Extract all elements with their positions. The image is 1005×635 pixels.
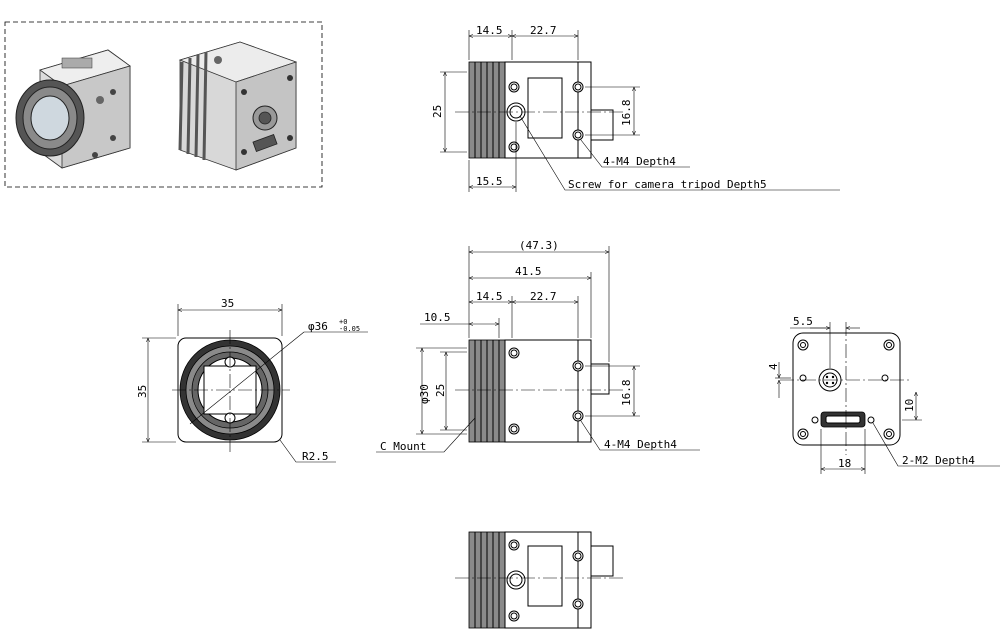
side-dim-47-3: (47.3) (519, 239, 559, 252)
side-dim-14-5: 14.5 (476, 290, 503, 303)
front-view: 35 35 φ36 +0 -0.05 R2.5 (136, 297, 368, 463)
side-dim-41-5: 41.5 (515, 265, 542, 278)
camera-photo-rear (178, 41, 298, 171)
side-dim-dia30: φ30 (418, 384, 431, 404)
top-dim-16-8: 16.8 (620, 100, 633, 127)
top-dim-14-5: 14.5 (476, 24, 503, 37)
rear-dim-5-5: 5.5 (793, 315, 813, 328)
front-dim-r2-5: R2.5 (302, 450, 329, 463)
rear-note-m2: 2-M2 Depth4 (902, 454, 975, 467)
top-note-tripod: Screw for camera tripod Depth5 (568, 178, 767, 191)
front-dim-35-w: 35 (221, 297, 234, 310)
top-dim-25: 25 (431, 105, 444, 118)
top-view: 14.5 22.7 25 16.8 15.5 4-M4 Depth4 Screw… (431, 24, 840, 192)
side-dim-16-8: 16.8 (620, 380, 633, 407)
rear-dim-4: 4 (767, 363, 780, 370)
rear-view-body (792, 332, 901, 446)
side-dim-22-7: 22.7 (530, 290, 557, 303)
side-dim-25: 25 (434, 384, 447, 397)
side-dim-10-5: 10.5 (424, 311, 451, 324)
side-note-m4: 4-M4 Depth4 (604, 438, 677, 451)
front-dim-tol-lower: -0.05 (339, 325, 360, 333)
camera-photo-front (15, 49, 131, 169)
rear-dim-18: 18 (838, 457, 851, 470)
top-note-m4: 4-M4 Depth4 (603, 155, 676, 168)
side-view: (47.3) 41.5 14.5 22.7 10.5 φ30 25 16.8 (376, 239, 700, 453)
side-view-body (504, 339, 586, 443)
front-dim-dia36: φ36 (308, 320, 328, 333)
isometric-photos-panel (4, 21, 323, 188)
front-dim-35-h: 35 (136, 385, 149, 398)
rear-view: 5.5 4 10 18 2-M2 Depth4 (767, 315, 1000, 474)
top-dim-22-7: 22.7 (530, 24, 557, 37)
photos-frame (4, 21, 323, 188)
rear-dim-10: 10 (903, 399, 916, 412)
side-note-cmount: C Mount (380, 440, 426, 453)
top-dim-15-5: 15.5 (476, 175, 503, 188)
front-dim-tol-upper: +0 (339, 318, 347, 326)
bottom-view (455, 531, 625, 629)
